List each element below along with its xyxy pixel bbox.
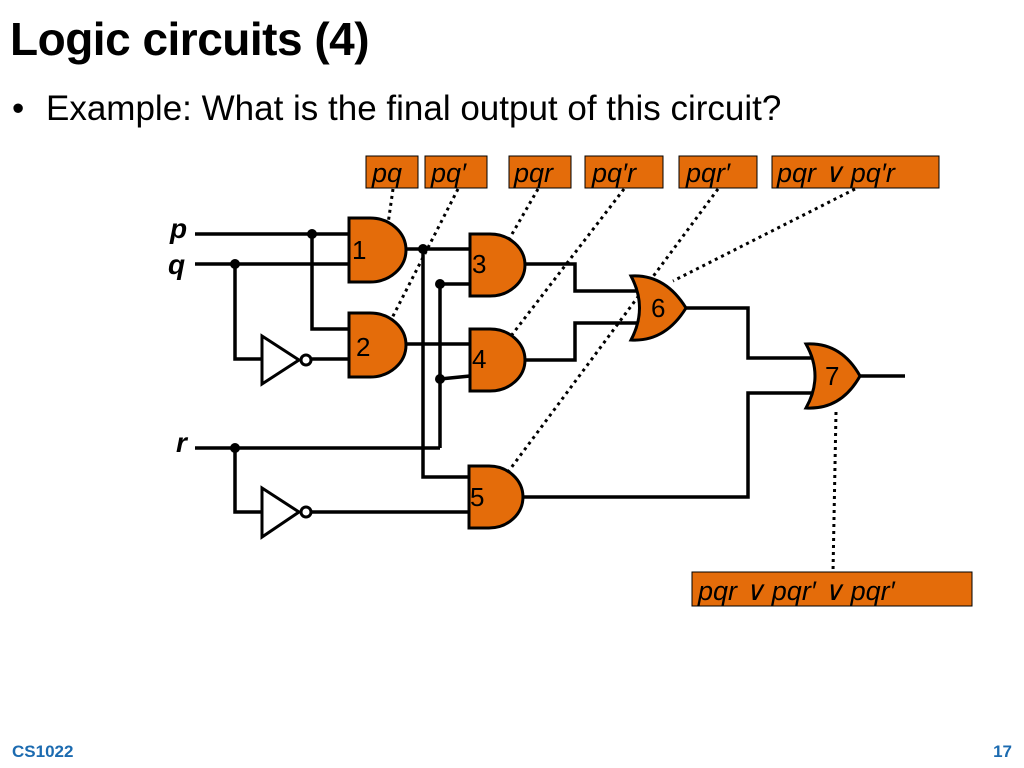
slide-title: Logic circuits (4) (10, 13, 370, 65)
svg-text:pq: pq (371, 158, 402, 188)
input-label-q: q (168, 249, 185, 280)
svg-text:pqr ∨ pqr′ ∨ pqr′: pqr ∨ pqr′ ∨ pqr′ (697, 576, 896, 606)
junction-dots (230, 229, 445, 453)
footer-course-code: CS1022 (12, 742, 74, 761)
svg-text:1: 1 (352, 235, 366, 265)
pointer-pqr (506, 188, 540, 242)
annotation-pqr-not: pqr′ (678, 155, 758, 189)
input-label-p: p (169, 213, 187, 244)
svg-text:6: 6 (651, 293, 665, 323)
pointer-gate6 (672, 187, 856, 283)
svg-text:pqr: pqr (513, 158, 554, 188)
bullet-text: Example: What is the final output of thi… (46, 89, 782, 128)
and-gate-3: 3 (468, 232, 527, 298)
svg-text:5: 5 (470, 482, 484, 512)
annotation-pqr: pqr (508, 155, 572, 189)
annotation-pq-not: pq′ (424, 155, 488, 189)
and-gate-5: 5 (467, 464, 525, 530)
svg-text:4: 4 (472, 344, 486, 374)
svg-text:3: 3 (472, 249, 486, 279)
input-label-r: r (176, 427, 189, 458)
svg-text:2: 2 (356, 332, 370, 362)
inverter-r (260, 485, 313, 540)
annotation-pq-not-r: pq′r (584, 155, 664, 189)
svg-text:7: 7 (825, 361, 839, 391)
and-gate-1: 1 (347, 216, 408, 284)
annotation-final-output: pqr ∨ pqr′ ∨ pqr′ (691, 571, 973, 607)
annotation-pq: pq (365, 155, 419, 189)
or-gate-7: 7 (803, 342, 862, 410)
or-gate-6: 6 (628, 274, 688, 342)
wires (195, 232, 905, 514)
annotation-gate6-output: pqr ∨ pq′r (771, 155, 940, 189)
svg-text:pq′r: pq′r (591, 158, 637, 188)
and-gate-2: 2 (347, 311, 408, 379)
pointer-pqr-not (506, 188, 720, 473)
svg-text:pqr′: pqr′ (685, 158, 731, 188)
pointer-pq (386, 188, 395, 225)
pointer-final (831, 411, 838, 573)
and-gate-4: 4 (468, 327, 527, 393)
bullet-item: • Example: What is the final output of th… (12, 88, 781, 130)
svg-text:pqr ∨ pq′r: pqr ∨ pq′r (776, 158, 896, 188)
page-number: 17 (993, 742, 1012, 761)
inverter-q (260, 333, 313, 387)
svg-text:pq′: pq′ (430, 158, 467, 188)
bullet-icon: • (12, 89, 25, 128)
